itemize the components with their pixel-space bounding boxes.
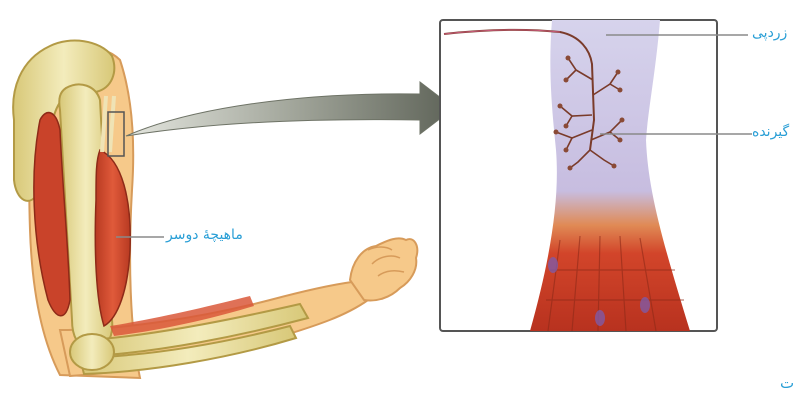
muscle-nucleus <box>548 257 558 273</box>
arm-illustration <box>13 41 417 378</box>
corner-mark: ت <box>780 374 794 392</box>
zoom-arrow <box>126 82 454 136</box>
detail-frame <box>440 20 717 331</box>
tendon-label: زردپی <box>752 25 787 41</box>
receptor-label: گیرنده <box>752 124 789 140</box>
elbow-joint <box>70 334 114 370</box>
biceps-label: ماهیچهٔ دوسر <box>166 227 243 243</box>
muscle-nucleus <box>595 310 605 326</box>
muscle-nucleus <box>640 297 650 313</box>
